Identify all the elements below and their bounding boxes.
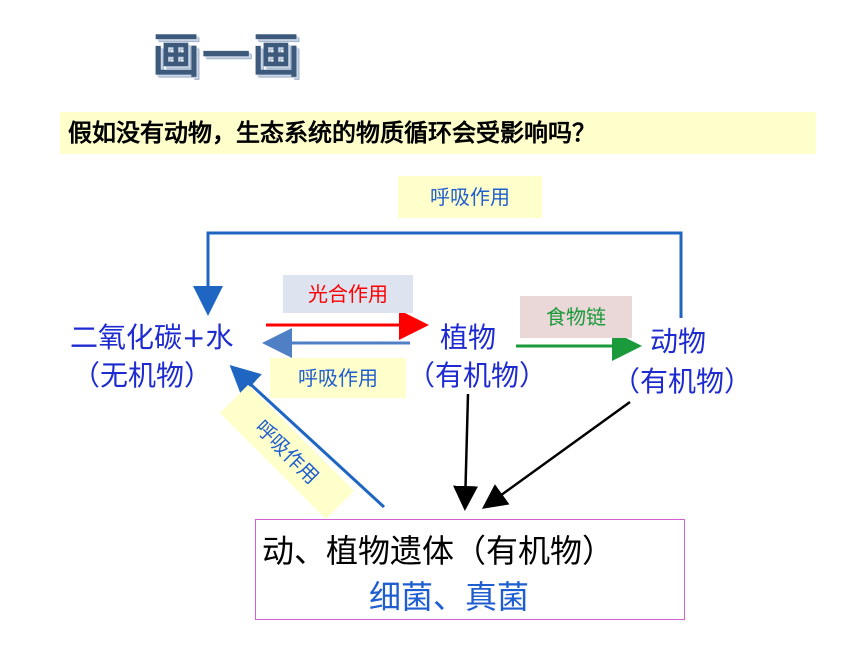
remains-box [255, 519, 685, 620]
inorganic-node-note: （无机物） [72, 359, 213, 392]
remains-node: 动、植物遗体（有机物） [262, 532, 615, 570]
food-chain-label: 食物链 [520, 296, 632, 338]
inorganic-node-name: 二氧化碳+水 [70, 321, 234, 354]
plant-node-note: （有机物） [407, 359, 548, 392]
respiration-diagonal-arrow [229, 364, 386, 509]
animal-node-name: 动物 [650, 325, 707, 358]
question-banner: 假如没有动物，生态系统的物质循环会受影响吗？ [60, 112, 816, 154]
animal-to-remains-arrow [481, 400, 631, 509]
plant-to-remains-arrow [453, 393, 479, 511]
animal-node-note: （有机物） [612, 365, 753, 398]
decomposers-node: 细菌、真菌 [368, 578, 529, 616]
respiration-middle-label: 呼吸作用 [270, 358, 406, 398]
respiration-top-arrow [193, 231, 683, 318]
photosynthesis-label: 光合作用 [283, 275, 413, 313]
page-title: 画一画 [152, 28, 303, 84]
respiration-top-label: 呼吸作用 [398, 176, 542, 218]
plant-node-name: 植物 [440, 321, 497, 354]
